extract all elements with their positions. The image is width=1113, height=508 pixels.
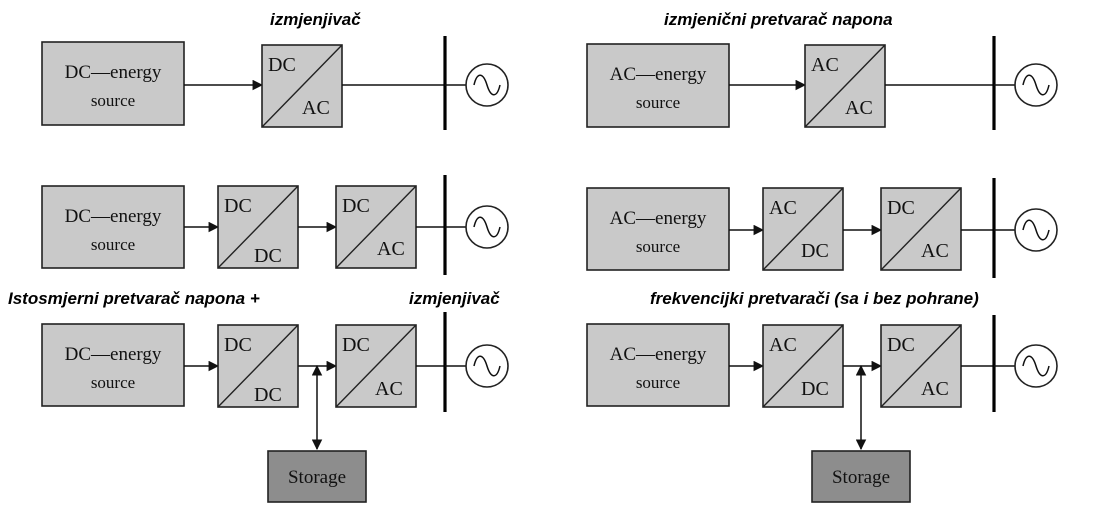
converter-output-label: AC (377, 238, 405, 260)
source-label-line1: DC—energy (65, 62, 162, 83)
ac-energy-source-box (586, 323, 730, 407)
title-ac-ac-converter: izmjenični pretvarač napona (664, 10, 893, 29)
row2-left-diagram: DC—energy source DC DC DC AC (41, 175, 509, 275)
converter-input-label: DC (342, 195, 370, 217)
title-dc-dc-plus-inverter-a: Istosmjerni pretvarač napona + (8, 289, 260, 308)
dc-energy-source-box (41, 185, 185, 269)
converter-diagonal (217, 185, 299, 269)
source-label-line1: AC—energy (610, 208, 707, 229)
source-label-line1: AC—energy (610, 344, 707, 365)
converter-output-label: DC (254, 384, 282, 406)
row2-right-diagram: AC—energy source AC DC DC AC (586, 178, 1058, 278)
title-inverter: izmjenjivač (270, 10, 361, 29)
converter-output-label: DC (801, 240, 829, 262)
converter-diagonal (335, 185, 417, 269)
converter-diagonal (880, 324, 962, 408)
converter-input-label: DC (224, 195, 252, 217)
dc-energy-source-box (41, 323, 185, 407)
sine-wave-icon (473, 74, 501, 96)
converter-diagonal (261, 44, 343, 128)
converter-input-label: DC (342, 334, 370, 356)
source-label-line2: source (91, 373, 135, 392)
row1-right-diagram: AC—energy source AC AC (586, 36, 1058, 130)
sine-wave-icon (1022, 219, 1050, 241)
converter-output-label: AC (302, 97, 330, 119)
sine-wave-icon (1022, 355, 1050, 377)
converter-output-label: AC (375, 378, 403, 400)
converter-diagonal (335, 324, 417, 408)
source-label-line2: source (636, 237, 680, 256)
source-label-line2: source (636, 93, 680, 112)
converter-diagonal (217, 324, 299, 408)
converter-diagonal (762, 187, 844, 271)
converter-input-label: DC (887, 197, 915, 219)
source-label-line1: DC—energy (65, 206, 162, 227)
row3-right-diagram: AC—energy source AC DC DC AC Storage (586, 315, 1058, 503)
storage-label: Storage (832, 467, 890, 488)
converter-input-label: DC (268, 54, 296, 76)
dc-energy-source-box (41, 41, 185, 126)
row3-left-diagram: DC—energy source DC DC DC AC Storage (41, 312, 509, 503)
source-label-line1: AC—energy (610, 64, 707, 85)
storage-label: Storage (288, 467, 346, 488)
converter-output-label: DC (801, 378, 829, 400)
converter-output-label: AC (845, 97, 873, 119)
converter-input-label: DC (887, 334, 915, 356)
ac-energy-source-box (586, 187, 730, 271)
converter-input-label: DC (224, 334, 252, 356)
title-frequency-converters: frekvencijki pretvarači (sa i bez pohran… (650, 289, 979, 308)
converter-output-label: AC (921, 240, 949, 262)
sine-wave-icon (473, 355, 501, 377)
storage-box (811, 450, 911, 503)
source-label-line2: source (636, 373, 680, 392)
converter-input-label: AC (811, 54, 839, 76)
converter-diagonal (880, 187, 962, 271)
ac-energy-source-box (586, 43, 730, 128)
source-label-line1: DC—energy (65, 344, 162, 365)
source-label-line2: source (91, 91, 135, 110)
row1-left-diagram: DC—energy source DC AC (41, 36, 509, 130)
sine-wave-icon (1022, 74, 1050, 96)
converter-diagonal (762, 324, 844, 408)
converter-output-label: AC (921, 378, 949, 400)
storage-box (267, 450, 367, 503)
converter-diagonal (804, 44, 886, 128)
title-dc-dc-plus-inverter-b: izmjenjivač (409, 289, 500, 308)
sine-wave-icon (473, 216, 501, 238)
converter-input-label: AC (769, 197, 797, 219)
converter-input-label: AC (769, 334, 797, 356)
converter-output-label: DC (254, 245, 282, 267)
source-label-line2: source (91, 235, 135, 254)
